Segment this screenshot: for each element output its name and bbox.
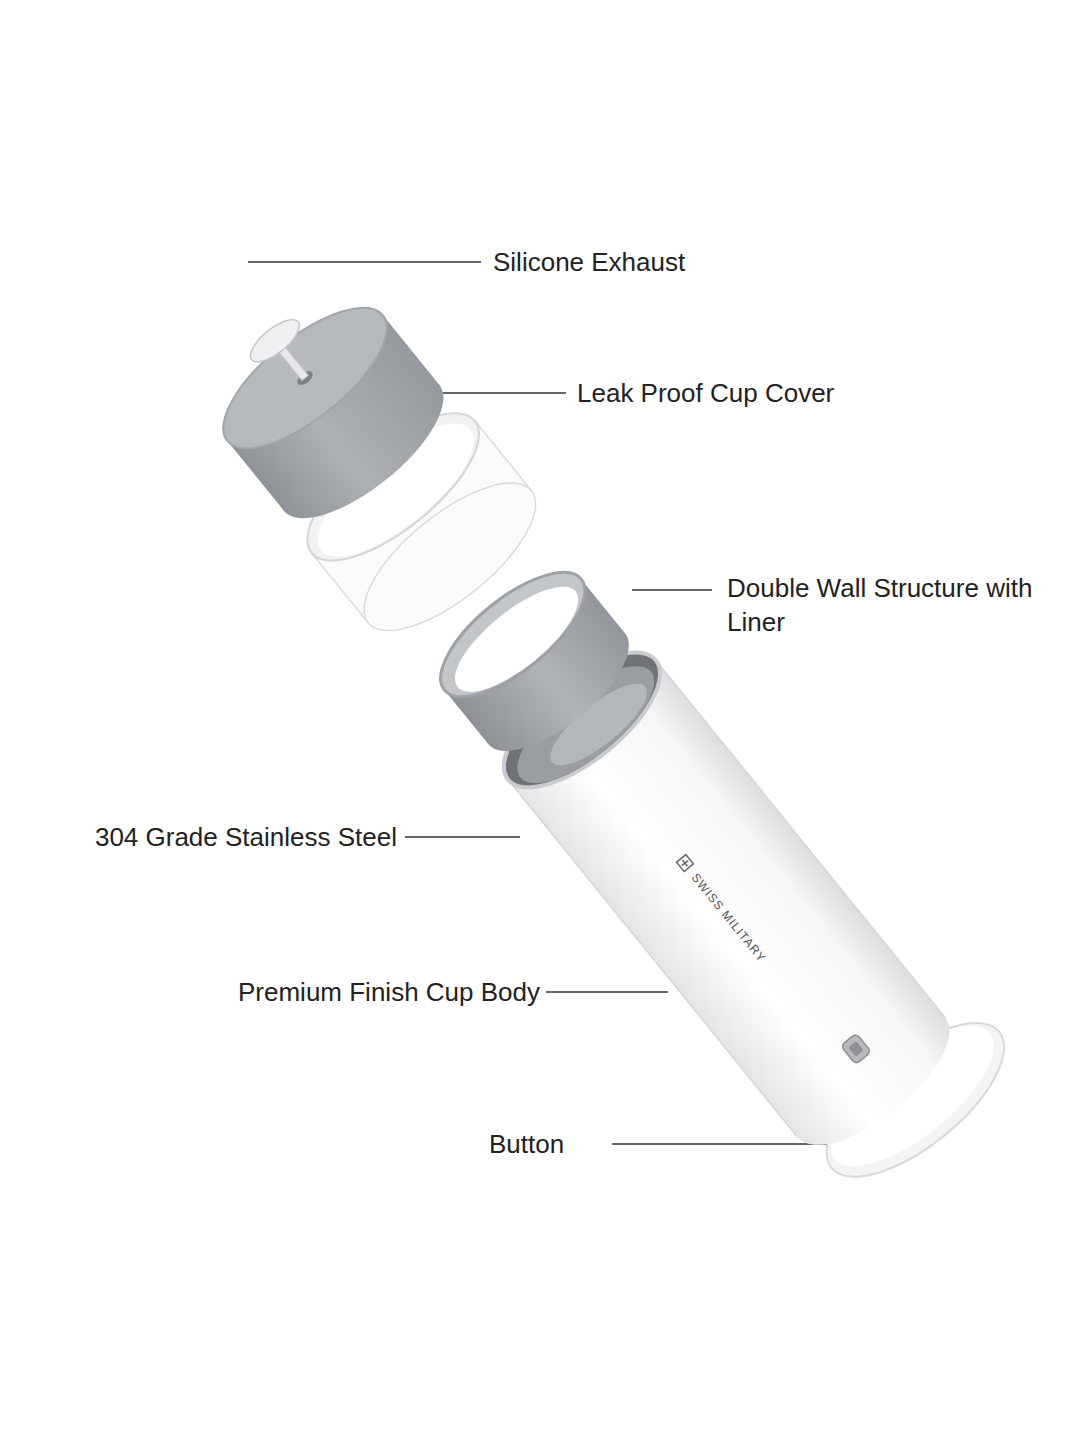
part-label: Double Wall Structure with Liner	[727, 571, 1047, 639]
cup-body-edge	[656, 660, 945, 1017]
leader-line	[632, 589, 712, 591]
leader-line	[546, 991, 668, 993]
exhaust-disc	[244, 313, 306, 369]
leader-line	[248, 261, 481, 263]
cup-body-end	[772, 987, 970, 1169]
white-ring-edge	[312, 553, 369, 623]
logo-icon	[677, 855, 694, 872]
button-symbol	[841, 1033, 872, 1064]
cup-body-edge	[508, 780, 797, 1137]
part-label: Button	[489, 1127, 689, 1161]
part-label: Premium Finish Cup Body	[120, 975, 540, 1009]
part-label: Silicone Exhaust	[493, 245, 793, 279]
logo-cross	[679, 857, 690, 868]
leader-line	[405, 836, 520, 838]
part-label: 304 Grade Stainless Steel	[17, 820, 397, 854]
part-label: Leak Proof Cup Cover	[577, 376, 937, 410]
cup-cover-top	[202, 284, 408, 472]
white-ring-edge	[475, 421, 532, 491]
cup-illustration	[186, 251, 1028, 1214]
leader-line	[440, 392, 566, 394]
button-symbol	[848, 1041, 863, 1057]
